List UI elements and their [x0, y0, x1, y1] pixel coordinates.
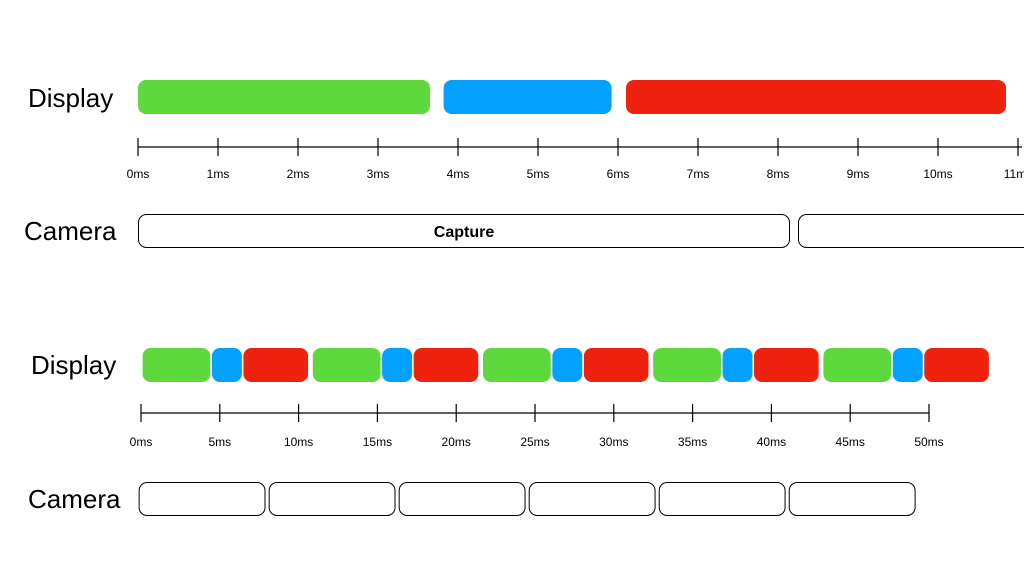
top-axis-tick-label: 1ms	[207, 167, 230, 181]
bottom-display-segment-green	[482, 348, 551, 382]
bottom-display-segment-green	[312, 348, 381, 382]
bottom-display-segment-green	[142, 348, 211, 382]
bottom-display-segment-blue	[211, 348, 242, 382]
bottom-axis-tick-label: 5ms	[208, 435, 231, 449]
bottom-camera-track	[138, 482, 916, 516]
top-axis-tick-label: 5ms	[527, 167, 550, 181]
bottom-axis-tick-label: 25ms	[520, 435, 549, 449]
top-camera-capture-block	[798, 214, 1024, 248]
bottom-display-segment-red	[924, 348, 989, 382]
bottom-display-segment-blue	[552, 348, 583, 382]
top-axis-tick-label: 9ms	[847, 167, 870, 181]
top-camera-capture-block	[138, 214, 790, 248]
top-axis-tick-label: 6ms	[607, 167, 630, 181]
bottom-camera-capture-block	[528, 482, 656, 516]
bottom-axis-tick-label: 30ms	[599, 435, 628, 449]
bottom-camera-label: Camera	[28, 484, 121, 514]
bottom-axis-tick-label: 0ms	[130, 435, 153, 449]
bottom-camera-capture-block	[268, 482, 396, 516]
bottom-display-segment-red	[583, 348, 649, 382]
bottom-axis-tick-label: 20ms	[442, 435, 471, 449]
bottom-display-segment-green	[823, 348, 892, 382]
top-axis-tick-label: 11ms	[1004, 167, 1024, 181]
bottom-axis-tick-label: 40ms	[757, 435, 786, 449]
bottom-display-label: Display	[31, 350, 117, 380]
bottom-display-segment-green	[653, 348, 721, 382]
bottom-display-segment-red	[413, 348, 479, 382]
top-display-track	[138, 80, 1006, 114]
bottom-time-axis: 0ms 5ms 10ms 15ms 20ms 25ms 30ms 35ms 40ms 45ms 50…	[130, 404, 944, 449]
top-axis-tick-label: 7ms	[687, 167, 710, 181]
bottom-axis-tick-label: 45ms	[836, 435, 865, 449]
bottom-camera-capture-block	[138, 482, 266, 516]
bottom-axis-tick-label: 10ms	[284, 435, 313, 449]
top-axis-tick-label: 0ms	[127, 167, 150, 181]
top-camera-label: Camera	[24, 216, 117, 246]
bottom-axis-tick-label: 50ms	[914, 435, 943, 449]
top-axis-tick-label: 4ms	[447, 167, 470, 181]
bottom-camera-capture-block	[788, 482, 916, 516]
top-display-label: Display	[28, 83, 114, 113]
bottom-display-track	[142, 348, 989, 382]
bottom-display-segment-blue	[382, 348, 413, 382]
top-axis-tick-label: 8ms	[767, 167, 790, 181]
bottom-display-segment-blue	[722, 348, 753, 382]
top-axis-tick-label: 3ms	[367, 167, 390, 181]
bottom-display-segment-red	[754, 348, 819, 382]
top-camera-capture-label: Capture	[434, 224, 495, 241]
bottom-camera-capture-block	[398, 482, 526, 516]
bottom-axis-tick-label: 15ms	[363, 435, 392, 449]
top-axis-tick-label: 10ms	[923, 167, 952, 181]
bottom-camera-capture-block	[658, 482, 786, 516]
top-display-segment-red	[626, 80, 1006, 114]
top-display-segment-blue	[443, 80, 612, 114]
bottom-axis-tick-label: 35ms	[678, 435, 707, 449]
top-display-segment-green	[138, 80, 430, 114]
top-axis-tick-label: 2ms	[287, 167, 310, 181]
bottom-display-segment-red	[243, 348, 309, 382]
top-camera-track: Capture	[138, 214, 1024, 248]
bottom-display-segment-blue	[892, 348, 923, 382]
top-time-axis: 0ms 1ms 2ms 3ms 4ms 5ms 6ms 7ms 8ms 9ms 10ms 11ms	[127, 138, 1024, 181]
